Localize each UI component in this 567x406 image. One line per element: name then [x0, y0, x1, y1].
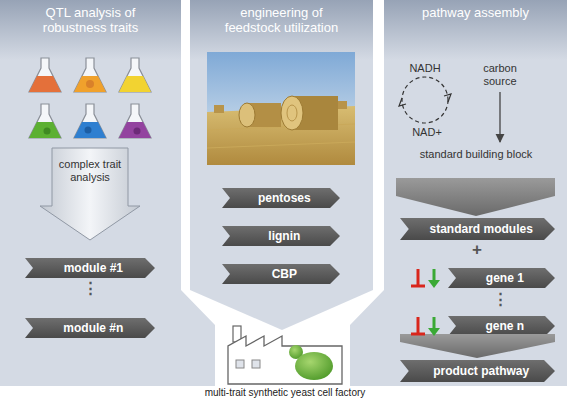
flow-arrow: [499, 92, 500, 142]
node-label: gene n: [448, 316, 555, 336]
module-box: module #n: [25, 318, 155, 338]
module-box: product pathway: [400, 360, 555, 382]
cell-factory: multi-trait synthetic yeast cell factory: [185, 386, 385, 406]
block-arrow: [400, 334, 555, 358]
node-label: pentoses: [222, 188, 340, 208]
column-heading: engineering of feedstock utilization: [211, 5, 352, 35]
node-label: complex trait analysis: [54, 158, 126, 184]
plus-sign: +: [467, 243, 487, 256]
node-label: multi-trait synthetic yeast cell factory: [185, 387, 385, 398]
column-panel: QTL analysis of robustness traits complex…: [0, 0, 215, 386]
node-label: module #1: [25, 258, 155, 278]
column-panel: engineering of feedstock utilization pent…: [190, 0, 373, 330]
cofactor-label: NAD+: [402, 126, 452, 139]
cofactor-label: NADH: [400, 62, 450, 75]
node-label: lignin: [222, 226, 340, 246]
block-arrow: [396, 178, 555, 216]
column-heading: QTL analysis of robustness traits: [20, 5, 161, 35]
node-label: product pathway: [400, 360, 555, 382]
column-panel: pathway assembly standard modules gene 1 ge…: [350, 0, 567, 386]
input-label: carbon source: [472, 62, 528, 88]
node-label: module #n: [25, 318, 155, 338]
module-box: gene n: [448, 316, 555, 336]
module-box: CBP: [222, 264, 340, 284]
node-label: gene 1: [448, 268, 555, 288]
node-label: CBP: [222, 264, 340, 284]
output-label: standard building block: [391, 148, 561, 161]
ellipsis: ⋮: [80, 281, 100, 294]
module-box: pentoses: [222, 188, 340, 208]
module-box: lignin: [222, 226, 340, 246]
node-label: standard modules: [400, 218, 555, 240]
process-arrow: complex trait analysis: [40, 148, 140, 240]
redox-cycle: [399, 77, 451, 123]
ellipsis: ⋮: [490, 292, 510, 305]
hay-photo: [207, 52, 355, 165]
module-box: gene 1: [448, 268, 555, 288]
flask-group: [29, 58, 151, 138]
column-heading: pathway assembly: [405, 5, 546, 20]
factory-drawing: [228, 326, 342, 384]
regulation-icons: [411, 269, 440, 336]
module-box: module #1: [25, 258, 155, 278]
module-box: standard modules: [400, 218, 555, 240]
